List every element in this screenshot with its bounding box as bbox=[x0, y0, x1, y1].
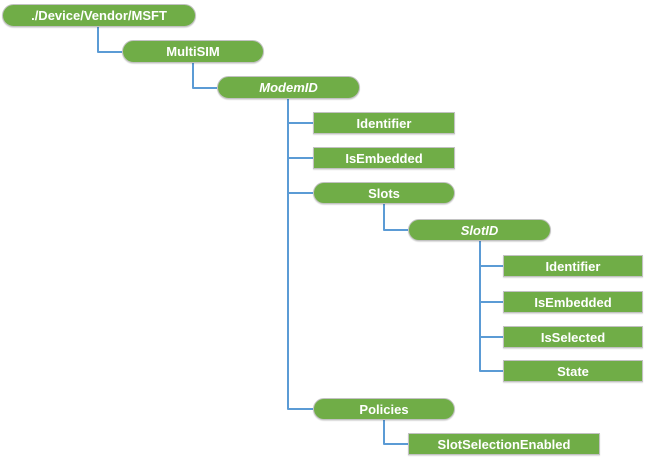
node-slot-state: State bbox=[503, 360, 643, 382]
node-device-vendor-msft: ./Device/Vendor/MSFT bbox=[2, 4, 196, 27]
node-slot-isselected: IsSelected bbox=[503, 326, 643, 348]
node-slotid: SlotID bbox=[408, 219, 551, 241]
node-modemid: ModemID bbox=[217, 76, 360, 99]
connector-policies-to-sse bbox=[383, 420, 408, 445]
node-modem-identifier: Identifier bbox=[313, 112, 455, 134]
connector-multisim-to-modemid bbox=[192, 63, 217, 89]
node-slot-isembedded: IsEmbedded bbox=[503, 291, 643, 313]
node-modem-isembedded: IsEmbedded bbox=[313, 147, 455, 169]
node-slots: Slots bbox=[313, 182, 455, 204]
node-multisim: MultiSIM bbox=[122, 40, 264, 63]
node-policies: Policies bbox=[313, 398, 455, 420]
node-slot-identifier: Identifier bbox=[503, 255, 643, 277]
connector-root-to-multisim bbox=[97, 27, 122, 53]
connector-modemid-trunk bbox=[287, 99, 313, 410]
connector-slots-to-slotid bbox=[383, 204, 408, 231]
node-slotselectionenabled: SlotSelectionEnabled bbox=[408, 433, 600, 455]
connector-slotid-trunk bbox=[479, 241, 503, 372]
